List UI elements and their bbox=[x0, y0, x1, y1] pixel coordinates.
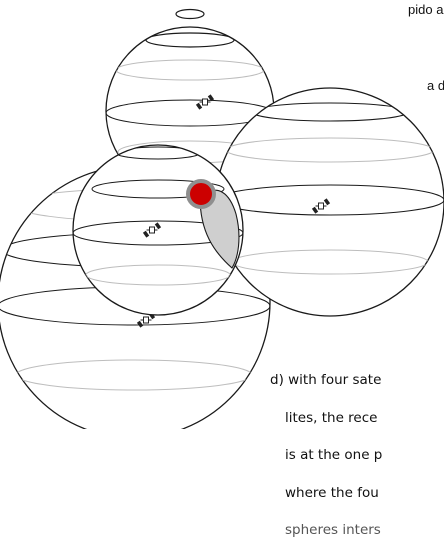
caption-line-5: spheres inters bbox=[285, 522, 381, 538]
diagram-caption: d) with four sate lites, the rece is at … bbox=[270, 349, 382, 549]
caption-line-2: lites, the rece bbox=[285, 409, 378, 426]
caption-line-1: d) with four sate bbox=[270, 372, 382, 388]
receiver-point bbox=[186, 179, 216, 209]
cropped-text-middle: a dar bbox=[427, 78, 444, 93]
gps-spheres-diagram bbox=[0, 8, 444, 429]
caption-line-4: where the fou bbox=[285, 484, 379, 501]
intersection-region bbox=[199, 189, 240, 269]
cropped-text-top: pido a bbox=[408, 2, 444, 17]
satellite-sphere-3 bbox=[215, 87, 444, 317]
caption-line-3: is at the one p bbox=[285, 447, 383, 463]
